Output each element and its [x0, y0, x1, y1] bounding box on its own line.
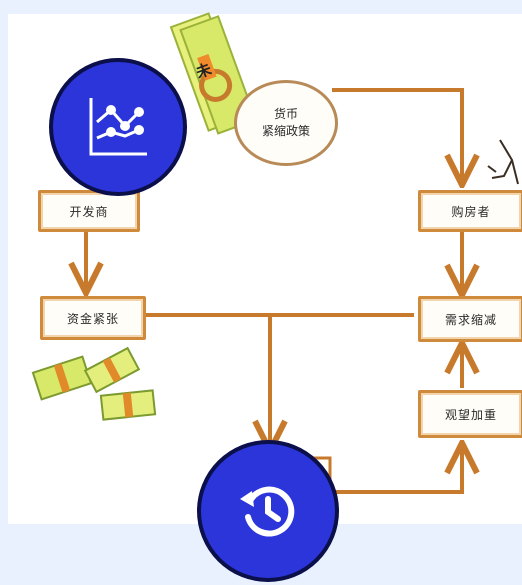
arrow-policy-to-buyer	[332, 88, 462, 182]
node-wait-and-see: 观望加重	[418, 390, 522, 438]
node-monetary-policy: 货币 紧缩政策	[234, 80, 338, 166]
chart-icon	[89, 98, 147, 156]
history-icon	[240, 486, 295, 537]
figure-person	[487, 139, 519, 185]
arrow-bottom-to-wait	[330, 446, 462, 494]
node-monetary-policy-line2: 紧缩政策	[261, 124, 310, 138]
history-button[interactable]	[197, 440, 339, 582]
chart-button[interactable]	[49, 58, 187, 196]
node-buyer: 购房者	[418, 190, 522, 232]
node-demand-down: 需求缩减	[418, 296, 522, 342]
node-wait-and-see-label: 观望加重	[444, 407, 497, 422]
node-buyer-label: 购房者	[451, 204, 491, 219]
node-funds-tight: 资金紧张	[40, 296, 146, 340]
node-demand-down-label: 需求缩减	[444, 312, 497, 327]
node-developer: 开发商	[38, 190, 140, 232]
node-monetary-policy-line1: 货币	[273, 107, 298, 121]
node-developer-label: 开发商	[69, 204, 109, 219]
money-bundles-left	[31, 346, 157, 421]
node-funds-tight-label: 资金紧张	[66, 311, 119, 326]
